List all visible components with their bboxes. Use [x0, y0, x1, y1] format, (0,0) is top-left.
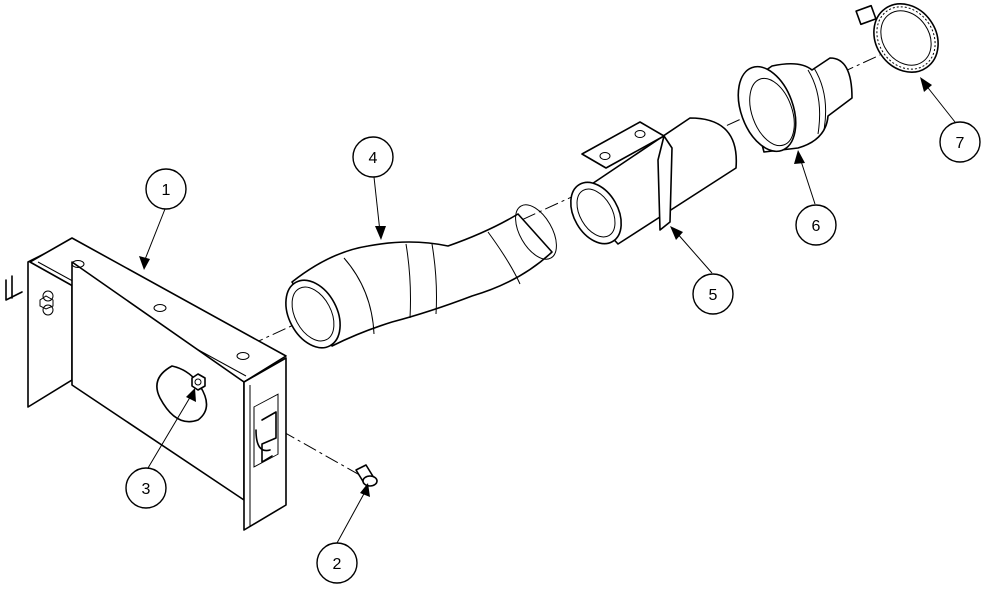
callout-1: 1 [145, 168, 187, 210]
callout-2: 2 [316, 542, 358, 584]
callout-1-label: 1 [162, 182, 171, 199]
part-2-bolt [355, 464, 378, 487]
part-4-elbow-hose [285, 204, 557, 349]
part-3-nut [191, 373, 206, 391]
part-6-reducer [737, 57, 853, 153]
callout-7: 7 [939, 121, 981, 163]
callout-6: 6 [795, 204, 837, 246]
callout-7-label: 7 [956, 135, 965, 152]
callout-6-label: 6 [812, 218, 821, 235]
part-7-hose-clamp [855, 3, 939, 73]
part-1-bracket [5, 237, 287, 531]
part-5-pipe-tab [569, 117, 738, 245]
callout-3-label: 3 [142, 481, 151, 498]
callout-3: 3 [125, 467, 167, 509]
leader-lines [139, 77, 956, 544]
callout-5-label: 5 [709, 287, 718, 304]
callout-4-label: 4 [369, 150, 378, 167]
callout-5: 5 [692, 273, 734, 315]
callout-4: 4 [352, 136, 394, 178]
callout-2-label: 2 [333, 556, 342, 573]
